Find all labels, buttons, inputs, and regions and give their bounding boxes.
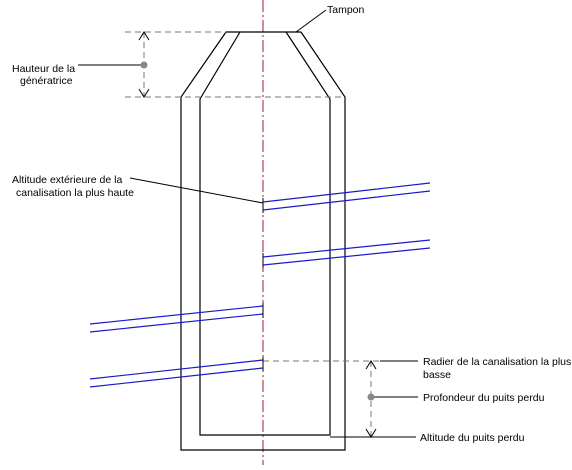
pipe-upper-left [89,305,264,333]
profondeur-leader-dot [367,393,375,401]
hauteur-arrow-top [138,31,150,41]
tampon-leader-line [295,9,327,33]
pipe-lower-left [89,359,264,388]
hauteur-arrow-bottom [138,88,150,98]
hauteur-leader-dot [140,61,148,69]
profondeur-label: Profondeur du puits perdu [423,392,545,404]
altitude-ext-label-line2: canalisation la plus haute [16,187,134,199]
radier-label-line1: Radier de la canalisation la plus [423,356,571,368]
hauteur-label-line2: génératrice [20,75,73,87]
tampon-label: Tampon [327,4,365,16]
altitude-puits-label: Altitude du puits perdu [420,432,525,444]
altitude-ext-leader-line [129,177,264,204]
well-outer-outline [180,31,346,451]
profondeur-arrow-top [365,360,377,370]
pipe-upper-right [262,182,431,211]
radier-label-line2: basse [423,369,451,381]
pipe-middle-right [262,239,431,266]
hauteur-label-line1: Hauteur de la [12,63,75,75]
well-inner-outline [199,31,331,436]
altitude-ext-label-line1: Altitude extérieure de la [12,174,122,186]
